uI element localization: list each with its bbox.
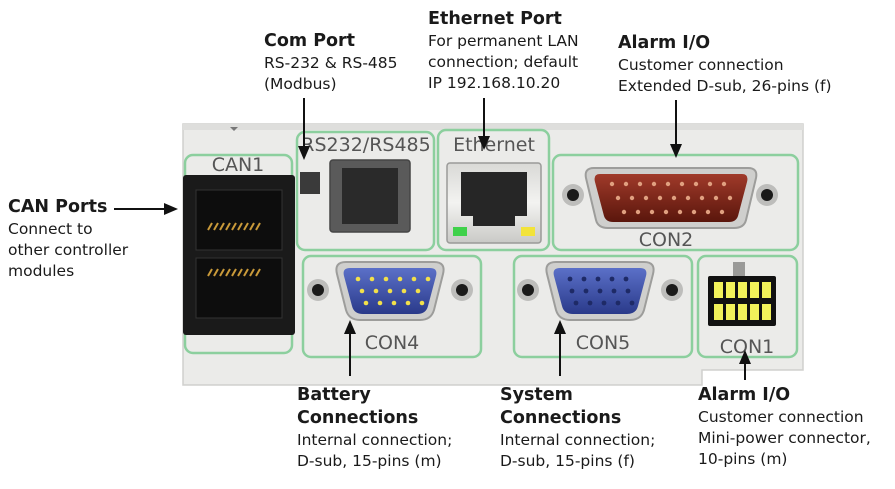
com-port-title: Com Port <box>264 31 356 51</box>
can1-label: CAN1 <box>212 154 265 176</box>
rs-label: RS232/RS485 <box>301 134 430 156</box>
battery-callout: Battery Connections Internal connection;… <box>297 384 452 472</box>
ethernet-port: Ethernet <box>436 128 551 252</box>
can-ports-line: other controller <box>8 241 129 259</box>
alarm-io-bottom-title: Alarm I/O <box>698 385 791 405</box>
alarm-io-bottom-callout: Alarm I/O Customer connection Mini-power… <box>698 384 871 470</box>
system-callout: System Connections Internal connection; … <box>500 384 655 472</box>
system-line: Internal connection; <box>500 431 656 449</box>
system-title: System <box>500 385 573 405</box>
ethernet-port-title: Ethernet Port <box>428 9 562 29</box>
can-ports-line: modules <box>8 262 75 280</box>
con5-label: CON5 <box>576 332 631 354</box>
con4-port: CON4 <box>301 254 483 359</box>
alarm-io-top-title: Alarm I/O <box>618 33 711 53</box>
alarm-io-bottom-line: 10-pins (m) <box>698 450 788 468</box>
con2-label: CON2 <box>639 229 694 251</box>
alarm-io-top-line: Extended D-sub, 26-pins (f) <box>618 77 832 95</box>
alarm-io-bottom-line: Customer connection <box>698 408 864 426</box>
ethernet-port-line: connection; default <box>428 53 579 71</box>
battery-title: Battery <box>297 385 371 405</box>
battery-line: D-sub, 15-pins (m) <box>297 452 442 470</box>
alarm-io-top-line: Customer connection <box>618 56 784 74</box>
ethernet-port-line: IP 192.168.10.20 <box>428 74 561 92</box>
con1-label: CON1 <box>720 336 775 358</box>
link-led-green <box>453 227 467 236</box>
ethernet-port-line: For permanent LAN <box>428 32 579 50</box>
can-ports-line: Connect to <box>8 220 93 238</box>
system-line: D-sub, 15-pins (f) <box>500 452 635 470</box>
com-port-line: (Modbus) <box>264 75 337 93</box>
con5-port: CON5 <box>512 254 694 359</box>
con1-port: CON1 <box>696 254 799 359</box>
alarm-io-bottom-line: Mini-power connector, <box>698 429 871 447</box>
can1-port: CAN1 <box>183 153 295 355</box>
can-ports-callout: CAN Ports Connect to other controller mo… <box>8 196 128 282</box>
callout-arrows <box>114 98 751 380</box>
battery-line: Internal connection; <box>297 431 453 449</box>
can-ports-title: CAN Ports <box>8 197 108 217</box>
con2-port: CON2 <box>551 153 800 252</box>
com-port-line: RS-232 & RS-485 <box>264 54 398 72</box>
alarm-io-top-callout: Alarm I/O Customer connection Extended D… <box>618 32 832 97</box>
ethernet-port-callout: Ethernet Port For permanent LAN connecti… <box>428 8 579 94</box>
rs-port: RS232/RS485 <box>295 130 436 252</box>
system-title: Connections <box>500 408 622 428</box>
battery-title: Connections <box>297 408 419 428</box>
com-port-callout: Com Port RS-232 & RS-485 (Modbus) <box>264 30 398 95</box>
con4-label: CON4 <box>365 332 420 354</box>
activity-led-yellow <box>521 227 535 236</box>
ethernet-label: Ethernet <box>453 134 535 156</box>
